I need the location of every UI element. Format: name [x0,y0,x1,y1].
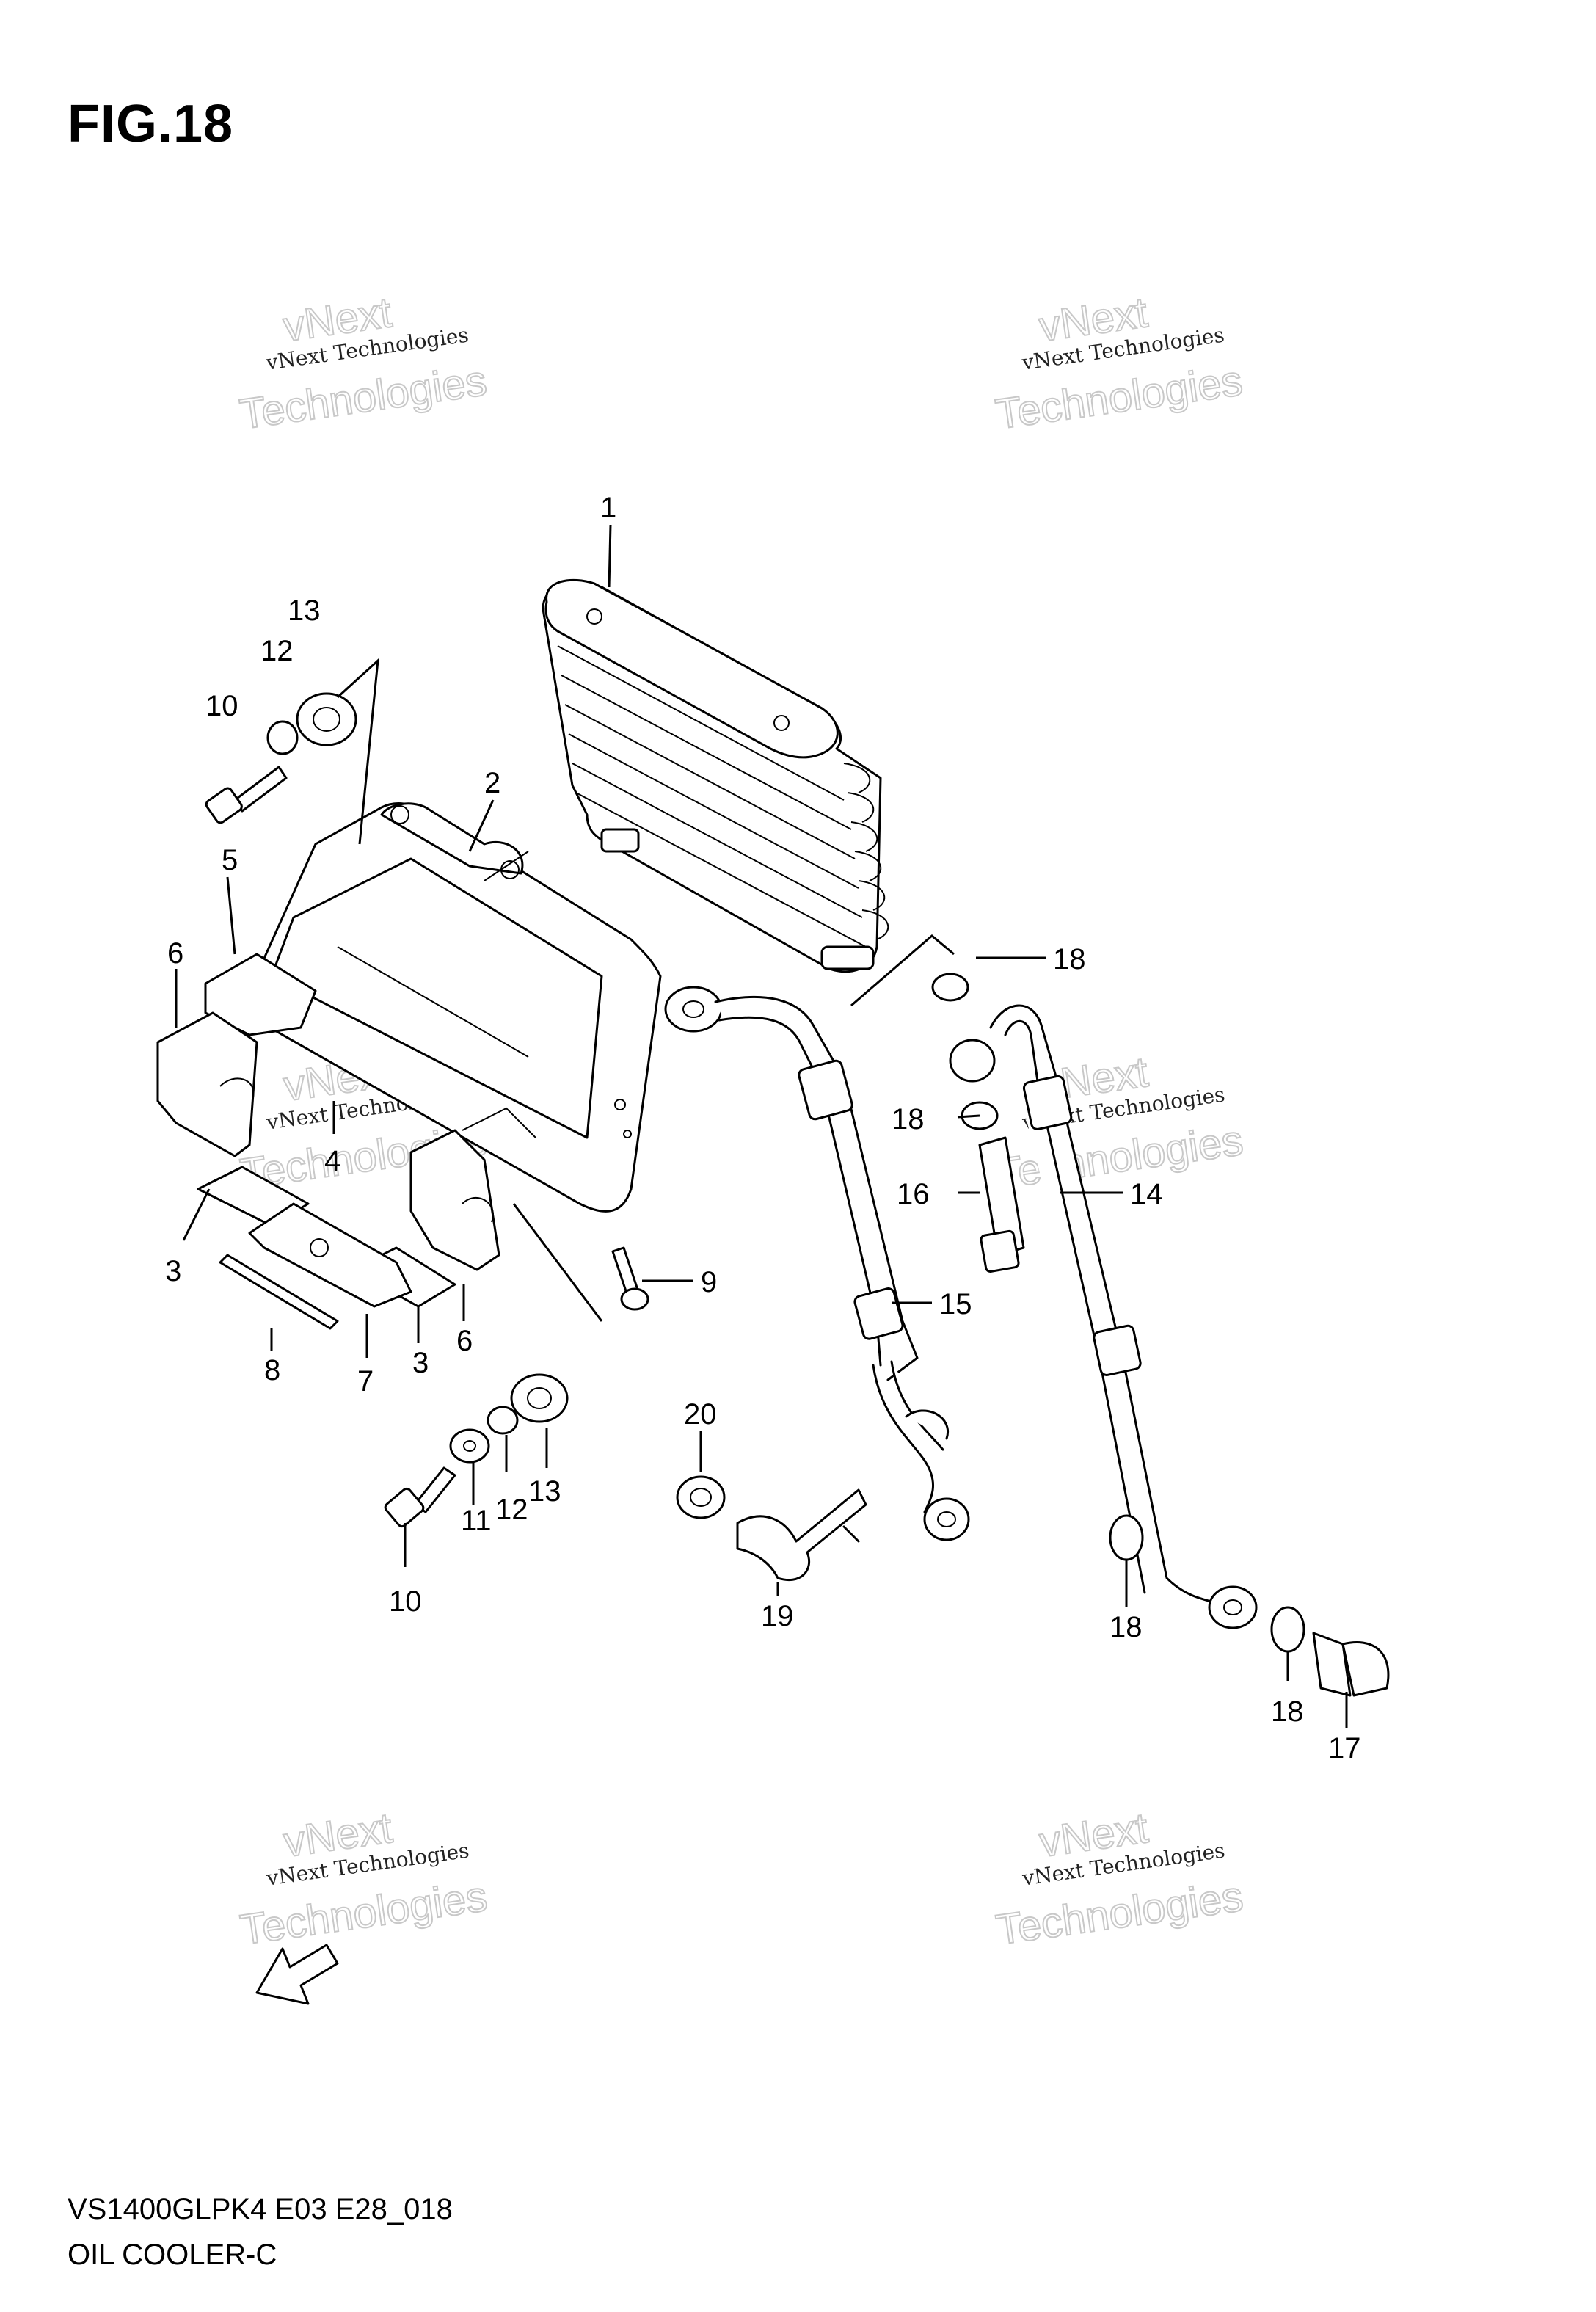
callout-1: 1 [600,492,616,524]
callout-18-lower-left: 18 [1109,1611,1143,1643]
strip-8 [219,1254,339,1330]
rubber-block-6-left [156,1011,258,1157]
callout-16: 16 [897,1178,930,1210]
clamp-19 [736,1488,867,1582]
callout-labels: 1 2 3 3 4 5 6 6 7 8 9 10 10 11 12 12 13 … [165,492,1361,1764]
callout-10-top: 10 [205,690,238,722]
grommet-13-bottom [510,1373,569,1423]
rubber-block-6-right [409,1129,500,1271]
callout-12-bottom: 12 [495,1494,528,1526]
callout-18-middle: 18 [892,1103,925,1135]
model-code: VS1400GLPK4 E03 E28_018 [68,2193,453,2225]
washer-12-top [266,720,299,755]
callout-13-bottom: 13 [528,1475,561,1508]
figure-title: FIG.18 [68,95,234,153]
bolt-10-top [205,766,288,824]
callout-4: 4 [324,1145,340,1177]
washer-12-bottom [487,1406,519,1435]
union-fitting-16 [978,1136,1025,1273]
bracket-7 [248,1202,412,1308]
callout-6-left: 6 [167,937,183,970]
bolt-10-bottom [384,1466,456,1528]
callout-2: 2 [484,767,500,799]
bolt-9 [611,1246,649,1311]
oil-hose-15 [664,986,970,1541]
callout-12-top: 12 [260,635,294,667]
callout-8: 8 [264,1354,280,1386]
callout-13-top: 13 [288,595,321,627]
callout-19: 19 [761,1600,794,1632]
callout-11: 11 [461,1505,492,1537]
watermark-top-right: vNext vNext Technologies Technologies [992,288,1246,439]
callout-14: 14 [1130,1178,1163,1210]
callout-3-left: 3 [165,1255,181,1287]
leader-lines [175,524,1348,1728]
callout-20: 20 [684,1398,717,1431]
callout-5: 5 [222,844,238,876]
fwd-arrow-icon: FWD [255,1944,339,2005]
callout-18-lower-right: 18 [1271,1695,1304,1728]
grommet-20 [676,1475,726,1519]
oil-hose-14 [949,1004,1258,1629]
section-name: OIL COOLER-C [68,2239,277,2271]
callout-10-bottom: 10 [389,1585,422,1618]
damper-pad-5 [204,953,317,1036]
oil-cooler-radiator [542,578,889,973]
oil-cooler-cover [247,802,662,1213]
union-bolt-17 [1312,1632,1390,1697]
grommet-13-top [296,692,357,746]
callout-9: 9 [701,1266,717,1298]
washer-11 [449,1428,490,1464]
callout-7: 7 [357,1365,374,1397]
callout-17: 17 [1328,1732,1361,1764]
callout-3-right: 3 [412,1347,429,1379]
callout-18-top: 18 [1053,943,1086,975]
callout-6-right: 6 [456,1325,473,1357]
watermark-top-left: vNext vNext Technologies Technologies [236,288,490,439]
watermark-bottom-right: vNext vNext Technologies Technologies [993,1803,1247,1955]
gaskets-18 [931,973,1305,1653]
watermark-bottom-left: vNext vNext Technologies Technologies [237,1803,491,1955]
callout-15: 15 [939,1288,972,1320]
